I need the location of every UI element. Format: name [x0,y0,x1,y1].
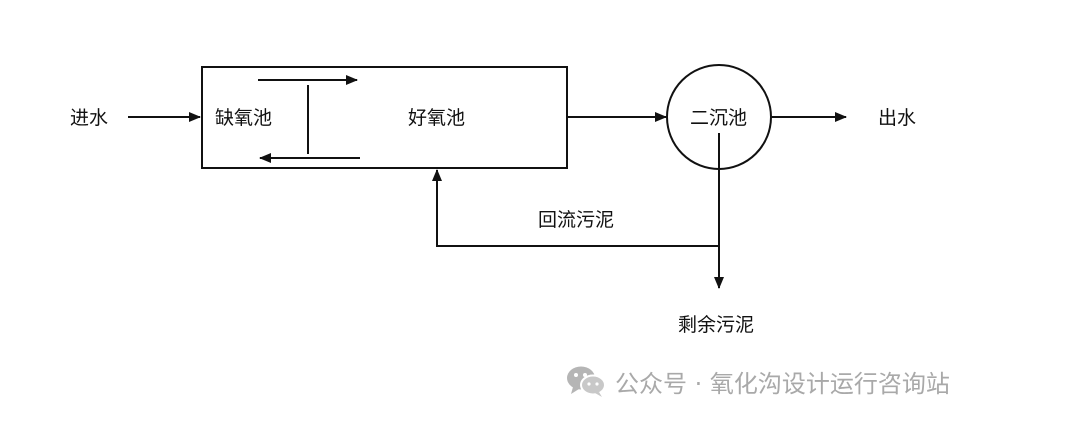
watermark: 公众号 · 氧化沟设计运行咨询站 [565,362,950,400]
aerobic-tank-label: 好氧池 [408,107,465,129]
excess-sludge-label: 剩余污泥 [678,314,754,336]
clarifier-label: 二沉池 [690,107,747,129]
wechat-icon [567,366,606,397]
return-sludge-line [432,169,719,247]
return-sludge-label: 回流污泥 [538,209,614,231]
outlet-label: 出水 [878,107,916,129]
anoxic-tank-label: 缺氧池 [215,107,272,129]
watermark-text: 公众号 · 氧化沟设计运行咨询站 [615,369,950,398]
inlet-label: 进水 [70,107,108,129]
